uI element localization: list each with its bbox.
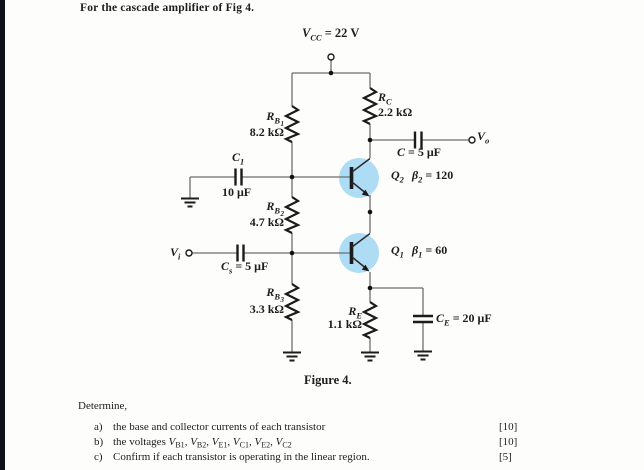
wires — [189, 60, 469, 352]
q2-emitter-arrow — [361, 189, 370, 197]
ground-c1 — [181, 197, 199, 208]
vi-label: Vi — [170, 245, 181, 262]
scan-edge-artifact — [0, 0, 5, 470]
beta2-label: β2= 120 — [412, 168, 454, 185]
figure-caption: Figure 4. — [304, 373, 352, 387]
resistor-rb3 — [283, 283, 301, 321]
ce-label: CE= 20 μF — [436, 311, 492, 328]
q1-highlight-circle — [339, 233, 379, 273]
rb2-value: 4.7 kΩ — [249, 215, 284, 229]
node-dot — [367, 137, 373, 143]
rc-name: RC — [378, 90, 392, 107]
beta1-label: β1= 60 — [412, 243, 448, 260]
junction-dots — [289, 70, 373, 291]
item-c-label: c) — [94, 451, 103, 463]
item-b-mark: [10] — [499, 436, 518, 448]
question-item-c: c) Confirm if each transistor is operati… — [0, 451, 644, 467]
capacitor-cs — [236, 244, 245, 262]
q2-collector-lead — [351, 157, 371, 173]
item-c-mark: [5] — [499, 451, 512, 463]
capacitor-ce — [413, 314, 433, 324]
cs-label: Cs= 5 μF — [221, 259, 269, 276]
terminals — [185, 53, 476, 257]
questions-intro: Determine, — [78, 400, 128, 412]
capacitors — [234, 131, 433, 324]
rb3-value: 3.3 kΩ — [249, 302, 284, 316]
node-dot — [367, 209, 373, 215]
ground-symbols — [181, 197, 432, 362]
page-title: For the cascade amplifier of Fig 4. — [80, 2, 255, 14]
c1-name: C1 — [232, 150, 245, 167]
item-b-text: the voltages VB1, VB2, VE1, VC1, VE2, VC… — [113, 436, 292, 450]
ground-bias-chain — [283, 351, 301, 362]
rb3-name: RB3 — [266, 285, 284, 304]
vcc-terminal — [327, 53, 335, 61]
q1-collector-lead — [351, 232, 371, 248]
node-dot — [289, 250, 295, 256]
transistor-q1 — [349, 232, 371, 272]
rb1-value: 8.2 kΩ — [249, 125, 284, 139]
item-c-text: Confirm if each transistor is operating … — [113, 451, 370, 463]
resistor-rb2 — [283, 196, 301, 234]
rb2-name: RB2 — [266, 199, 284, 218]
capacitor-c1 — [234, 168, 243, 186]
resistor-rb1 — [283, 105, 301, 143]
c-out-label: C= 5 μF — [397, 145, 441, 159]
q1-emitter-arrow — [361, 264, 370, 272]
question-item-a: a) the base and collector currents of ea… — [0, 421, 644, 437]
item-b-label: b) — [94, 436, 104, 448]
node-dot — [328, 70, 334, 76]
resistors — [283, 87, 379, 339]
q2-highlight-circle — [339, 158, 379, 198]
q2-label: Q2 — [391, 168, 404, 185]
transistor-highlights — [339, 158, 379, 273]
c1-value: 10 μF — [222, 185, 252, 199]
rb1-name: RB1 — [266, 109, 284, 128]
capacitor-c-out — [413, 131, 423, 149]
rc-value: 2.2 kΩ — [378, 105, 413, 119]
q1-label: Q1 — [391, 243, 404, 260]
re-name: RE — [348, 304, 362, 321]
item-a-mark: [10] — [499, 421, 518, 433]
item-a-label: a) — [94, 421, 103, 433]
ground-re — [361, 351, 379, 362]
node-dot — [289, 174, 295, 180]
resistor-rc — [361, 87, 379, 125]
vo-terminal — [468, 136, 476, 144]
resistor-re — [361, 301, 379, 339]
vcc-label: VCC= 22 V — [302, 26, 360, 43]
transistor-q2 — [349, 157, 371, 197]
ground-ce — [414, 350, 432, 361]
re-value: 1.1 kΩ — [327, 317, 362, 331]
question-item-b: b) the voltages VB1, VB2, VE1, VC1, VE2,… — [0, 436, 644, 452]
item-a-text: the base and collector currents of each … — [113, 421, 326, 433]
vi-terminal — [185, 249, 193, 257]
node-dot — [367, 285, 373, 291]
vo-label: Vo — [477, 129, 490, 146]
